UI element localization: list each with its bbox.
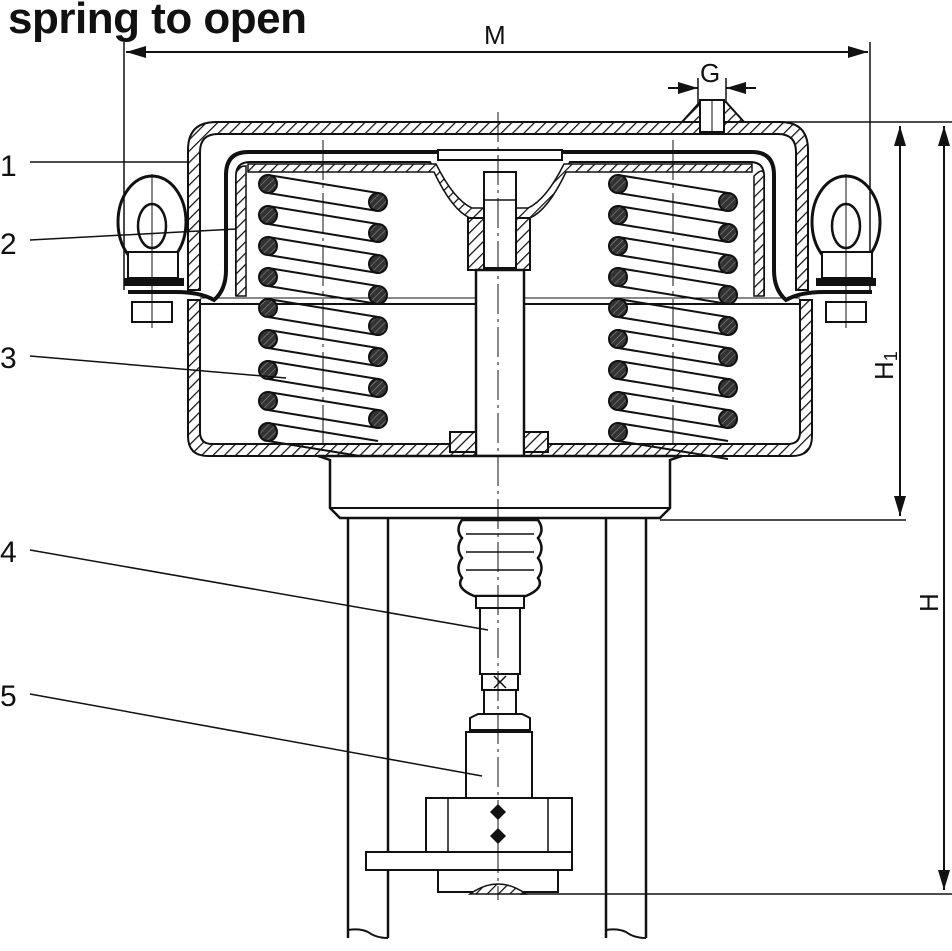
- svg-text:1: 1: [0, 150, 17, 183]
- dimension-h: H: [520, 126, 952, 895]
- spring-wire-section: [368, 347, 388, 367]
- spring-wire-section: [368, 409, 388, 429]
- spring-wire-section: [608, 236, 628, 256]
- bellows-boot: [457, 518, 543, 675]
- spring-wire-section: [608, 329, 628, 349]
- callout-1: 1: [0, 150, 188, 183]
- eye-bolt-right: [810, 174, 882, 328]
- spring-wire-section: [258, 360, 278, 380]
- spring-wire-section: [608, 205, 628, 225]
- spring-wire-section: [718, 223, 738, 243]
- spring-wire-section: [368, 254, 388, 274]
- spring-wire-section: [258, 236, 278, 256]
- spring-wire-section: [258, 298, 278, 318]
- spring-wire-section: [718, 285, 738, 305]
- spring-wire-section: [258, 205, 278, 225]
- spring-wire-section: [608, 267, 628, 287]
- spring-wire-section: [718, 254, 738, 274]
- spring-wire-section: [718, 409, 738, 429]
- diagram-title: spring to open: [8, 0, 307, 43]
- spring-wire-section: [258, 391, 278, 411]
- dimension-g-label: G: [700, 58, 720, 88]
- spring-wire-section: [368, 316, 388, 336]
- spring-wire-section: [718, 378, 738, 398]
- stem-connector: [365, 673, 573, 895]
- callout-5: 5: [0, 680, 483, 777]
- callout-2: 2: [0, 228, 237, 261]
- spring-wire-section: [368, 192, 388, 212]
- spring-wire-section: [608, 422, 628, 442]
- dimension-h-label: H: [914, 593, 944, 612]
- spring-wire-section: [368, 378, 388, 398]
- svg-text:2: 2: [0, 228, 17, 261]
- svg-text:3: 3: [0, 342, 17, 375]
- yoke-flange: [317, 454, 683, 520]
- spring-right: [608, 140, 738, 460]
- callout-3: 3: [0, 342, 287, 379]
- eye-bolt-left: [116, 174, 188, 328]
- dimension-m-label: M: [484, 20, 506, 50]
- spring-wire-section: [368, 223, 388, 243]
- spring-wire-section: [608, 391, 628, 411]
- spring-wire-section: [368, 285, 388, 305]
- spring-left: [258, 140, 388, 460]
- svg-text:5: 5: [0, 680, 17, 713]
- yoke-columns: [346, 518, 648, 939]
- upper-casing: [187, 99, 809, 291]
- spring-wire-section: [608, 298, 628, 318]
- callout-4: 4: [0, 536, 489, 631]
- spring-wire-section: [258, 267, 278, 287]
- spring-wire-section: [258, 422, 278, 442]
- dimension-h1: H1: [660, 121, 952, 521]
- spring-wire-section: [718, 316, 738, 336]
- dimension-h1-label: H1: [869, 351, 901, 380]
- spring-wire-section: [258, 174, 278, 194]
- svg-text:4: 4: [0, 536, 17, 569]
- spring-wire-section: [718, 192, 738, 212]
- spring-wire-section: [718, 347, 738, 367]
- spring-wire-section: [258, 329, 278, 349]
- spring-wire-section: [608, 360, 628, 380]
- spring-wire-section: [608, 174, 628, 194]
